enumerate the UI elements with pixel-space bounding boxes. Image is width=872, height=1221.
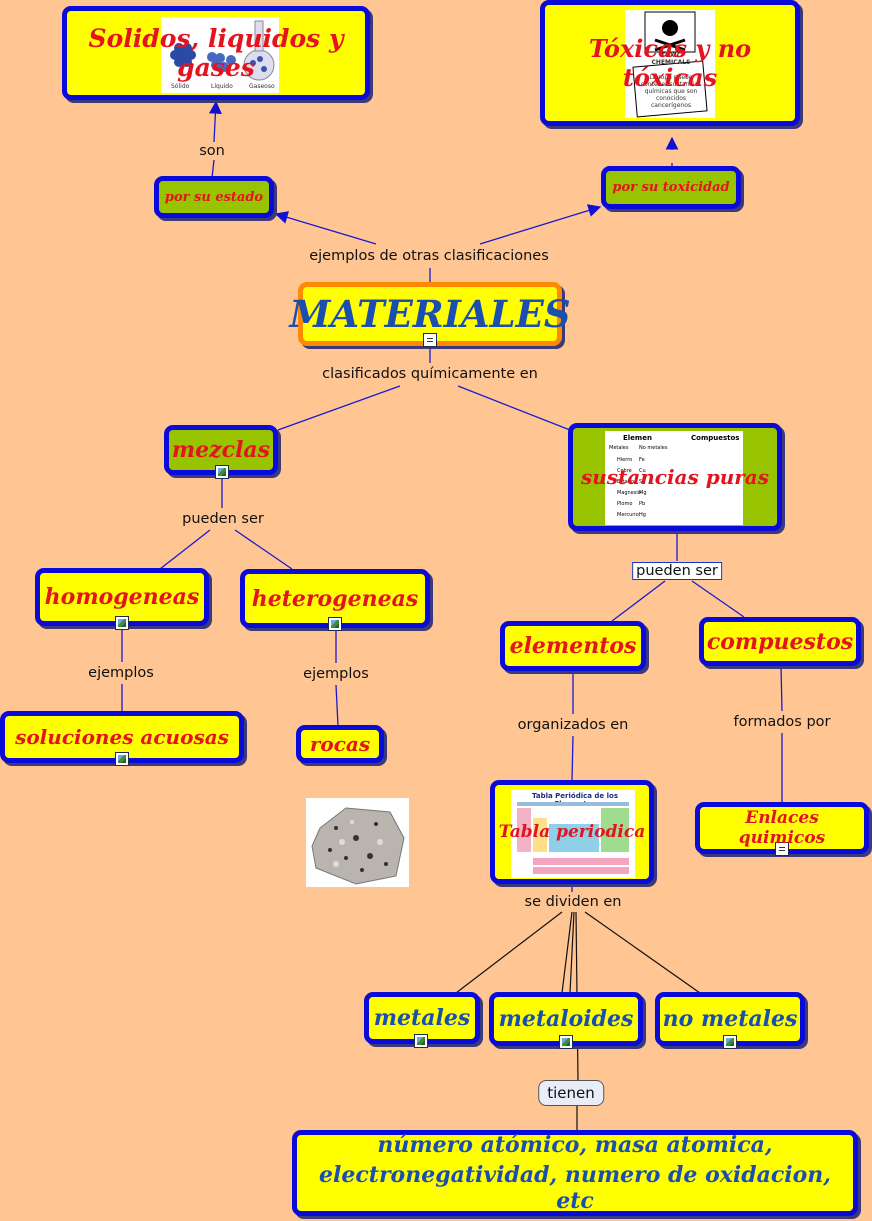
chart-symbol: Hg <box>639 512 646 518</box>
node-title: metales <box>373 1005 471 1031</box>
node-title: rocas <box>309 732 371 756</box>
chart-symbol: Pb <box>639 501 646 507</box>
node-por-su-toxicidad[interactable]: por su toxicidad <box>601 166 741 209</box>
document-icon[interactable] <box>423 333 437 347</box>
node-homogeneas[interactable]: homogeneas <box>35 568 209 626</box>
node-por-su-estado[interactable]: por su estado <box>154 176 274 218</box>
chart-sub-no-metales: No metales <box>639 445 668 451</box>
link-label-ejemplos-otras: ejemplos de otras clasificaciones <box>309 248 549 264</box>
chart-header-elementos: Elemen <box>623 434 652 442</box>
chart-symbol: Cu <box>639 468 646 474</box>
chart-header-compuestos: Compuestos <box>691 434 740 442</box>
chart-symbol: Sn <box>639 479 646 485</box>
link-label-pueden-ser: pueden ser <box>182 511 264 527</box>
node-title: MATERIALES <box>289 292 571 336</box>
chart-symbol: Fe <box>639 457 645 463</box>
node-title: Tóxicas y no tóxicas <box>588 34 752 92</box>
node-title: metaloides <box>498 1006 634 1032</box>
node-title: mezclas <box>171 437 271 463</box>
periodic-table-image: Tabla Periódica de los Elementos <box>511 790 635 878</box>
link-label-pueden-ser: pueden ser <box>632 562 722 580</box>
node-sustancias-puras[interactable]: Elemen Compuestos Metales No metales Hie… <box>568 423 782 531</box>
state-caption-gas: Gaseoso <box>249 83 275 90</box>
image-icon[interactable] <box>723 1035 737 1049</box>
image-icon[interactable] <box>328 617 342 631</box>
chart-row: Estaño <box>617 479 635 485</box>
image-icon[interactable] <box>215 465 229 479</box>
chart-row: Magnesio <box>617 490 641 496</box>
chart-row: Plomo <box>617 501 633 507</box>
state-caption-liquid: Líquido <box>211 83 233 90</box>
chart-sub-metales: Metales <box>609 445 629 451</box>
link-label-tienen: tienen <box>538 1080 604 1106</box>
link-label-ejemplos: ejemplos <box>88 665 154 681</box>
chart-row: Cobre <box>617 468 632 474</box>
periodic-grid <box>517 802 629 874</box>
node-rocas[interactable]: rocas <box>296 725 384 763</box>
node-title: Solidos, liquidos y gases <box>88 24 344 82</box>
chart-row: Mercurio <box>617 512 639 518</box>
granite-rock-image <box>306 798 409 887</box>
node-toxicas[interactable]: TOXIC CHEMICALS La ropa puede contener s… <box>540 0 800 126</box>
states-of-matter-image: Sólido Líquido Gaseoso <box>161 17 279 93</box>
link-label-organizados: organizados en <box>517 717 629 733</box>
node-propiedades[interactable]: número atómico, masa atomica, electroneg… <box>292 1130 858 1216</box>
image-icon[interactable] <box>115 616 129 630</box>
toxic-chemicals-image: TOXIC CHEMICALS La ropa puede contener s… <box>625 10 715 118</box>
link-label-se-dividen: se dividen en <box>524 894 622 910</box>
toxic-caption-text: La ropa puede contener sustancias químic… <box>640 74 702 109</box>
image-icon[interactable] <box>559 1035 573 1049</box>
node-enlaces-quimicos[interactable]: Enlaces quimicos <box>695 802 869 854</box>
image-icon[interactable] <box>115 752 129 766</box>
chart-symbol: Mg <box>639 490 647 496</box>
classification-chart-image: Elemen Compuestos Metales No metales Hie… <box>605 431 743 525</box>
node-title: compuestos <box>706 628 854 655</box>
node-title: elementos <box>509 633 637 659</box>
node-title: soluciones acuosas <box>15 725 229 749</box>
node-title: Enlaces quimicos <box>738 808 826 848</box>
node-tabla-periodica[interactable]: Tabla Periódica de los Elementos Tabla p… <box>490 780 654 884</box>
link-label-clasificados: clasificados químicamente en <box>322 366 538 382</box>
node-title: heterogeneas <box>251 585 419 612</box>
states-illustration <box>170 20 275 81</box>
link-label-ejemplos: ejemplos <box>303 666 369 682</box>
image-icon[interactable] <box>414 1034 428 1048</box>
node-materiales[interactable]: MATERIALES <box>289 282 571 346</box>
node-title: por su toxicidad <box>612 180 730 195</box>
node-title: homogeneas <box>44 584 200 610</box>
rock-illustration <box>311 807 405 885</box>
node-title: Tabla periodica <box>498 822 646 842</box>
node-elementos[interactable]: elementos <box>500 621 646 671</box>
chart-row: Hierro <box>617 457 633 463</box>
node-title-line-1: número atómico, masa atomica, <box>377 1132 773 1158</box>
node-solidos-liquidos-gases[interactable]: Sólido Líquido Gaseoso Solidos, liquidos… <box>62 6 370 100</box>
toxic-sign-text: TOXIC CHEMICALS <box>651 52 691 66</box>
link-label-son: son <box>199 143 225 159</box>
node-title: sustancias puras <box>580 465 770 489</box>
node-title: por su estado <box>164 189 264 205</box>
link-label-formados: formados por <box>733 714 831 730</box>
document-icon[interactable] <box>775 842 789 856</box>
state-caption-solid: Sólido <box>171 83 190 90</box>
node-title: no metales <box>662 1006 798 1032</box>
node-title-line-2: electronegatividad, numero de oxidacion,… <box>319 1162 831 1214</box>
toxic-illustration <box>632 11 708 118</box>
node-compuestos[interactable]: compuestos <box>699 617 861 666</box>
